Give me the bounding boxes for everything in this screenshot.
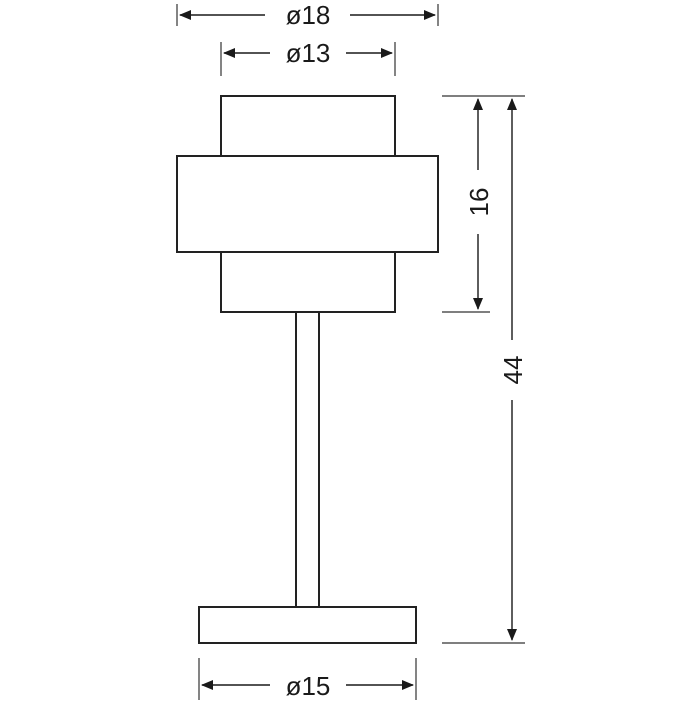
dimension-inner-diameter: ø13	[223, 38, 393, 68]
extension-lines	[176, 4, 525, 700]
dimension-total-height: 44	[498, 98, 528, 641]
outer-shade-band	[176, 155, 439, 253]
dimension-base-diameter-label: ø15	[286, 671, 331, 700]
lamp-stem	[295, 311, 320, 608]
lamp-outline	[176, 95, 439, 644]
dimension-total-height-label: 44	[498, 356, 528, 385]
lamp-base	[198, 606, 417, 644]
dimension-top-diameter: ø18	[179, 0, 436, 30]
dimension-top-diameter-label: ø18	[286, 0, 331, 30]
dimension-shade-height: 16	[464, 98, 494, 310]
dimension-shade-height-label: 16	[464, 188, 494, 217]
dimension-inner-diameter-label: ø13	[286, 38, 331, 68]
dimension-base-diameter: ø15	[201, 671, 414, 701]
